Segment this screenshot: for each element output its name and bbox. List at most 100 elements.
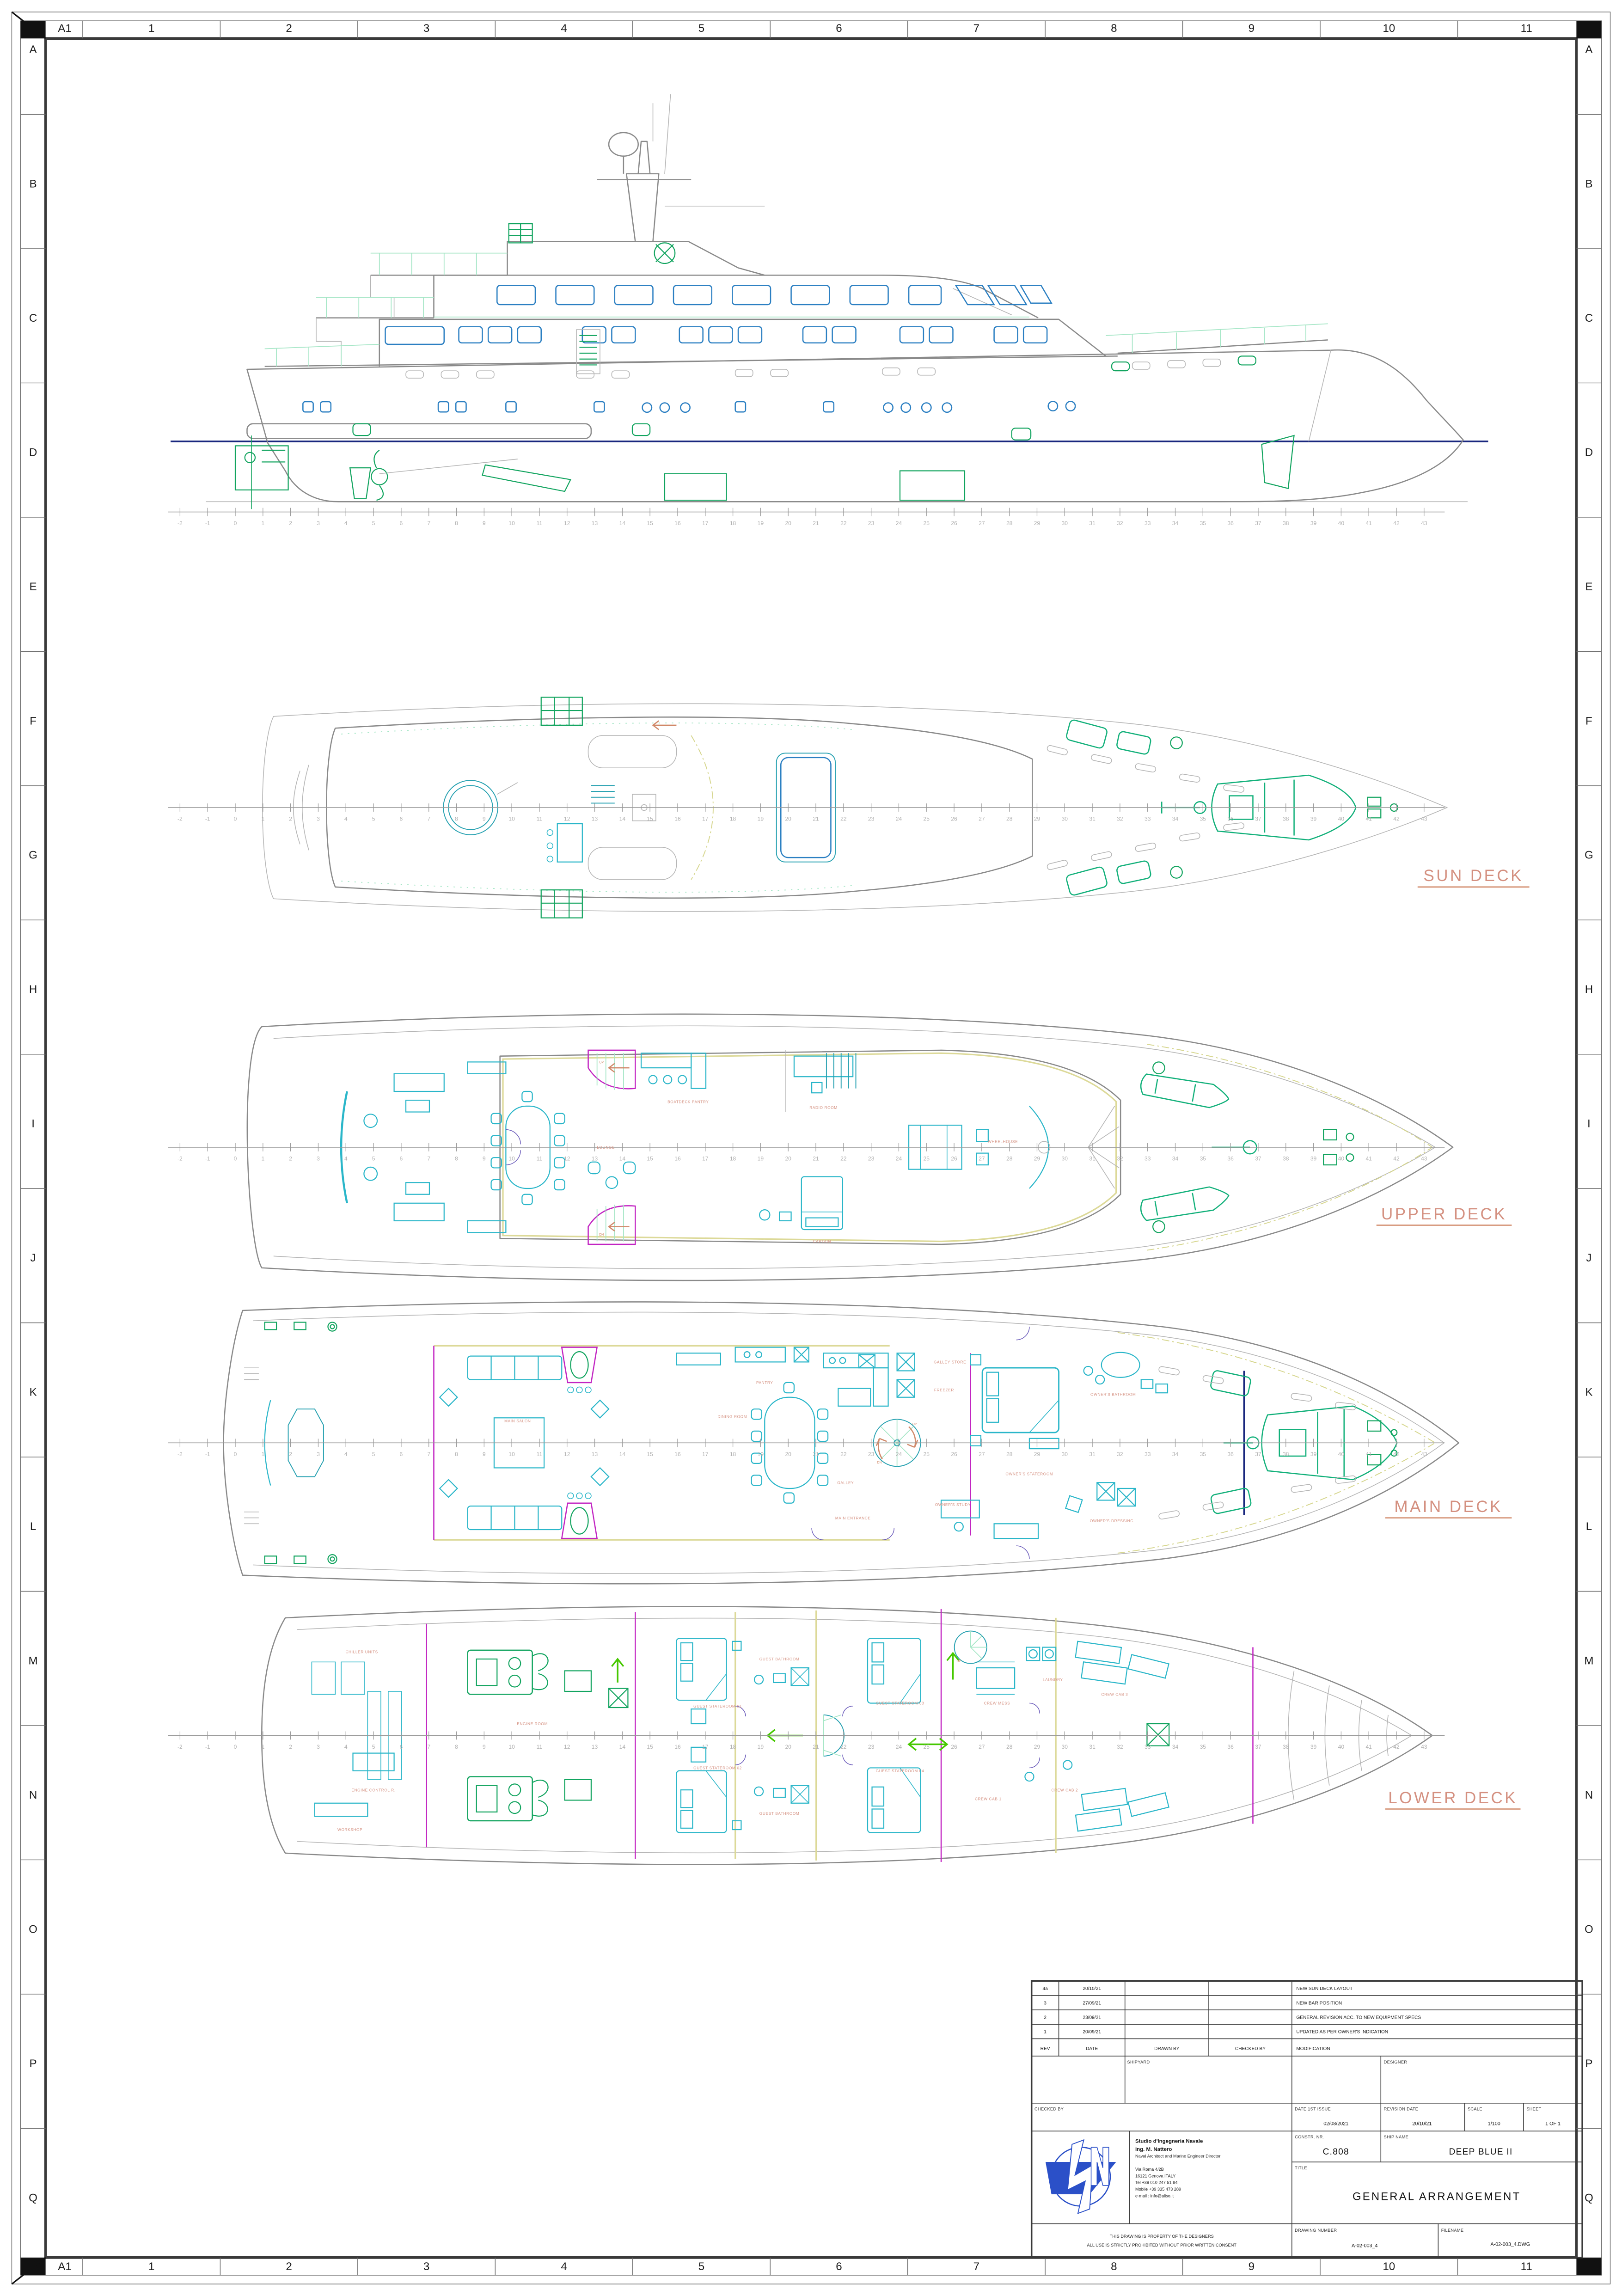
studio-email: e-mail : info@aliso.it xyxy=(1135,2193,1174,2198)
frame-number: 6 xyxy=(400,816,403,822)
frame-number: 11 xyxy=(537,1451,543,1457)
frame-number: 23 xyxy=(868,1744,875,1750)
guest-staterooms xyxy=(676,1638,921,1833)
frame-number: 30 xyxy=(1062,816,1068,822)
border-column-label: 5 xyxy=(698,22,704,35)
frame-number: 14 xyxy=(619,520,626,527)
frame-number: 17 xyxy=(702,816,709,822)
frame-number: 5 xyxy=(372,1451,375,1457)
frame-number: 5 xyxy=(372,816,375,822)
frame-number: 10 xyxy=(508,1744,515,1750)
frame-number: 32 xyxy=(1117,1156,1123,1162)
frame-number: 12 xyxy=(564,520,570,527)
revision-date-value: 20/10/21 xyxy=(1412,2121,1432,2126)
checked-by-label: CHECKED BY xyxy=(1034,2107,1064,2112)
sheet-label: SHEET xyxy=(1526,2107,1541,2112)
border-row-label: K xyxy=(1585,1386,1592,1399)
bridge-stairs xyxy=(826,1053,857,1089)
revision-modification: GENERAL REVISION ACC. TO NEW EQUIPMENT S… xyxy=(1296,2015,1421,2020)
border-row-label: Q xyxy=(29,2192,37,2204)
frame-number: 19 xyxy=(758,816,764,822)
frame-number: 24 xyxy=(896,1744,902,1750)
frame-number: 22 xyxy=(840,1451,847,1457)
ship-name-value: DEEP BLUE II xyxy=(1449,2147,1513,2157)
border-column-label: 6 xyxy=(836,2260,842,2273)
frame-number: 38 xyxy=(1283,1156,1289,1162)
owners-dressing xyxy=(1065,1482,1136,1513)
room-label: GUEST STATEROOM 03 xyxy=(876,1702,924,1706)
frame-number: 12 xyxy=(564,816,570,822)
frame-number: 27 xyxy=(979,1156,985,1162)
border-row-label: O xyxy=(29,1923,37,1935)
frame-number: 25 xyxy=(924,520,930,527)
border-row-label: A xyxy=(30,43,37,56)
mast xyxy=(597,94,765,242)
windlass xyxy=(1323,1129,1354,1166)
border-column-label: 8 xyxy=(1111,22,1117,35)
main-deck-windows xyxy=(385,326,1048,345)
room-label: DN xyxy=(599,1233,604,1237)
room-label: GALLEY STORE xyxy=(934,1360,966,1365)
frame-number: 26 xyxy=(951,816,957,822)
frame-number: 12 xyxy=(564,1744,570,1750)
sheet-value: 1 OF 1 xyxy=(1545,2121,1561,2126)
border-column-label: 7 xyxy=(973,22,979,35)
frame-number: 37 xyxy=(1255,816,1261,822)
frame-number: 39 xyxy=(1310,520,1317,527)
frame-number: 11 xyxy=(537,816,543,822)
frame-number: 38 xyxy=(1283,1744,1289,1750)
liferaft xyxy=(1170,736,1183,749)
frame-number: 39 xyxy=(1310,816,1317,822)
frame-number: 28 xyxy=(1006,520,1013,527)
frame-number: 13 xyxy=(592,1156,598,1162)
frame-number: 28 xyxy=(1006,1156,1013,1162)
date-first-issue-value: 02/08/2021 xyxy=(1323,2121,1348,2126)
frame-number: 40 xyxy=(1338,1451,1345,1457)
frame-number: 30 xyxy=(1062,520,1068,527)
frame-number: 40 xyxy=(1338,816,1345,822)
border-row-label: I xyxy=(1587,1118,1591,1130)
frame-number: 21 xyxy=(813,1156,819,1162)
corner-mark-bottom-right xyxy=(1576,2257,1602,2275)
hull-profile xyxy=(246,349,1464,502)
galley xyxy=(823,1353,915,1407)
frame-number: 29 xyxy=(1034,520,1041,527)
frame-number: 25 xyxy=(924,816,930,822)
owners-study xyxy=(940,1500,1039,1539)
border-row-label: M xyxy=(1584,1654,1593,1667)
frame-number: 7 xyxy=(427,1451,430,1457)
aft-deck xyxy=(244,1367,324,1525)
frame-number: 11 xyxy=(537,520,543,527)
stern-mooring-gear xyxy=(264,1322,337,1564)
format-cell-bottom: A1 xyxy=(58,2260,72,2273)
frame-number: 41 xyxy=(1365,1744,1372,1750)
border-row-label: A xyxy=(1585,43,1593,56)
walkway-slots xyxy=(1158,1366,1356,1520)
upper-deck-outline xyxy=(246,1013,1454,1281)
frame-number: 7 xyxy=(427,816,430,822)
revision-rev: 2 xyxy=(1044,2015,1047,2020)
room-label: UP xyxy=(912,1423,917,1426)
frame-number: 25 xyxy=(924,1156,930,1162)
crew-stair xyxy=(954,1630,987,1664)
frame-number: 15 xyxy=(647,1156,653,1162)
frame-number: 5 xyxy=(372,1744,375,1750)
frame-number: 41 xyxy=(1365,520,1372,527)
frame-number: 30 xyxy=(1062,1744,1068,1750)
frame-number: 17 xyxy=(702,1156,709,1162)
frame-number: 2 xyxy=(289,816,292,822)
border-row-label: B xyxy=(1585,178,1592,190)
frame-number: 22 xyxy=(840,1744,847,1750)
bar-counter xyxy=(557,823,583,863)
revision-rev: 4a xyxy=(1042,1986,1048,1991)
room-label: LOUNGE xyxy=(597,1145,615,1150)
frame-number: 7 xyxy=(427,1744,430,1750)
border-row-label: M xyxy=(29,1654,38,1667)
